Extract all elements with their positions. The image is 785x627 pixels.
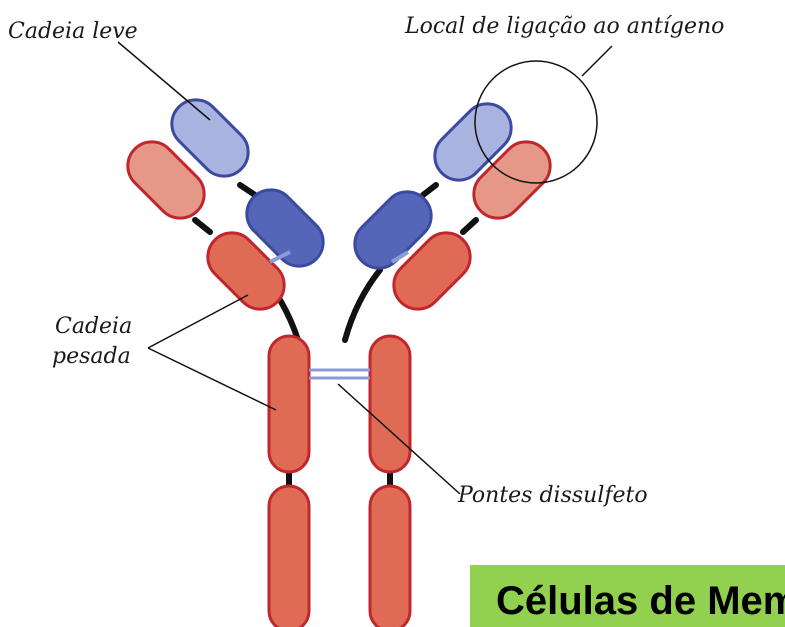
antigen-binding-site-circle [474, 60, 598, 184]
right-stem-upper [368, 334, 412, 474]
banner-title: Células de Memória [496, 579, 785, 623]
label-heavy-chain-line1: Cadeia [55, 314, 132, 339]
right-heavy-chain-constant [392, 231, 472, 311]
memory-cells-banner: Células de Memória [470, 565, 785, 627]
right-stem-lower [368, 484, 412, 627]
left-light-chain-constant [245, 188, 325, 268]
label-antigen-binding-site: Local de ligação ao antígeno [404, 14, 724, 39]
label-heavy-chain-line2: pesada [52, 344, 131, 369]
left-light-chain-variable [170, 98, 250, 178]
label-light-chain: Cadeia leve [8, 19, 138, 44]
left-heavy-chain-constant [206, 231, 286, 311]
right-arm-disulfide [390, 250, 410, 264]
hinge-connectors [192, 182, 479, 493]
left-heavy-chain-variable [126, 140, 206, 220]
right-light-chain-constant [353, 190, 433, 270]
left-stem-upper [267, 334, 311, 474]
disulfide-bridges [309, 368, 370, 380]
left-stem-lower [267, 484, 311, 627]
right-heavy-chain-variable [472, 140, 552, 220]
right-light-chain-variable [433, 102, 513, 182]
leader-lines [117, 41, 613, 495]
label-disulfide-bridges: Pontes dissulfeto [457, 483, 648, 508]
left-arm-disulfide [269, 250, 291, 264]
